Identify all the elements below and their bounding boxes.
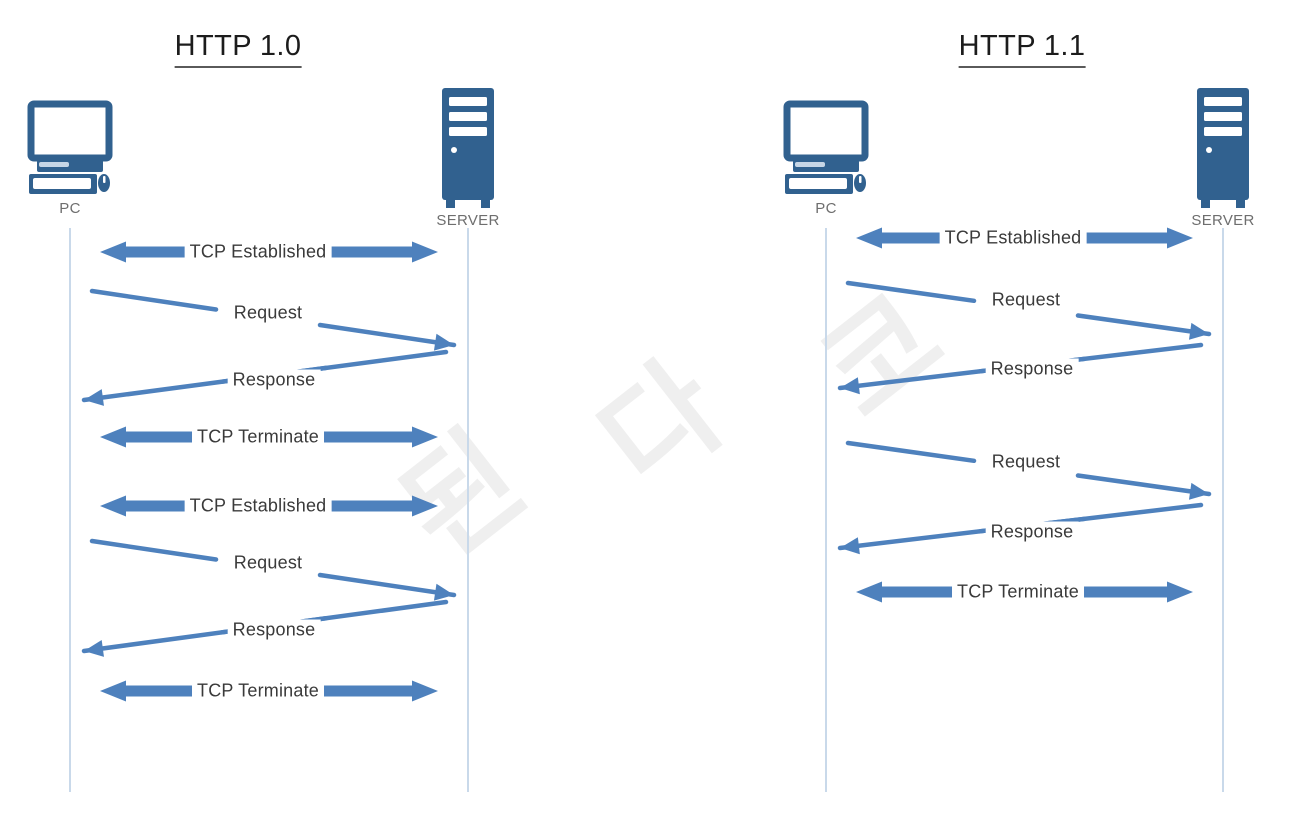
server-led-icon (451, 147, 457, 153)
message-request (845, 280, 1212, 340)
server-drive-bay (449, 97, 487, 106)
arrow-line-segment (845, 440, 977, 464)
server-drive-bay (1204, 112, 1242, 121)
lifeline-http11 (825, 228, 1224, 792)
server-foot (446, 200, 455, 208)
message-label: Response (227, 369, 321, 391)
arrow-left-block (856, 227, 950, 249)
server-icon (442, 88, 494, 208)
message-request (845, 440, 1212, 500)
arrow-left-block (100, 241, 195, 263)
pc-tower-face (789, 178, 847, 189)
arrow-head (1188, 482, 1209, 500)
message-label: Response (985, 358, 1079, 380)
message-tcp-established (100, 241, 438, 263)
pc-tower-face (33, 178, 91, 189)
pc-stand-highlight (39, 162, 69, 167)
arrow-line-segment (845, 280, 977, 304)
server-drive-bay (1204, 127, 1242, 136)
server-drive-bay (449, 112, 487, 121)
pc-mouse-button (859, 176, 862, 183)
message-request (89, 538, 457, 601)
arrow-head (84, 389, 104, 406)
arrow-right-block (321, 495, 438, 517)
pc-icon (783, 100, 869, 194)
arrow-line-segment (1075, 313, 1212, 337)
node-label-server: SERVER (436, 212, 500, 229)
server-drive-bay (449, 127, 487, 136)
arrow-right-block (321, 680, 438, 702)
arrow-head (840, 377, 860, 395)
arrow-right-block (321, 241, 438, 263)
arrow-right-block (321, 426, 438, 448)
message-label: Request (986, 289, 1066, 311)
lifeline-http10 (69, 228, 469, 792)
message-label: TCP Established (184, 495, 332, 517)
node-label-server: SERVER (1191, 212, 1255, 229)
message-label: Response (985, 521, 1079, 543)
message-label: Request (986, 451, 1066, 473)
server-foot (481, 200, 490, 208)
arrow-line-segment (317, 322, 457, 348)
message-tcp-terminate (100, 680, 438, 702)
server-foot (1236, 200, 1245, 208)
message-tcp-established (856, 227, 1193, 249)
message-label: TCP Established (939, 227, 1087, 249)
server-icon (1197, 88, 1249, 208)
message-label: Request (228, 302, 308, 324)
arrow-line-segment (89, 288, 219, 312)
arrow-head (840, 537, 860, 555)
node-label-client: PC (59, 200, 81, 217)
message-label: TCP Terminate (192, 680, 324, 702)
message-label: Response (227, 619, 321, 641)
arrow-line-segment (317, 572, 457, 598)
arrow-left-block (100, 495, 195, 517)
arrow-head (433, 583, 454, 601)
pc-stand-highlight (795, 162, 825, 167)
pc-monitor-bezel (783, 100, 869, 162)
panel-title-http10: HTTP 1.0 (174, 30, 302, 68)
message-tcp-terminate (856, 581, 1193, 603)
message-tcp-terminate (100, 426, 438, 448)
panel-title-underline (174, 66, 302, 68)
message-label: TCP Terminate (192, 426, 324, 448)
message-label: TCP Established (184, 241, 332, 263)
message-request (89, 288, 457, 351)
arrow-right-block (1076, 227, 1193, 249)
pc-mouse-button (103, 176, 106, 183)
panel-title-http11: HTTP 1.1 (958, 30, 1086, 68)
panel-title-underline (958, 66, 1086, 68)
arrow-head (84, 640, 104, 657)
arrow-left-block (100, 680, 195, 702)
message-label: TCP Terminate (952, 581, 1084, 603)
arrow-left-block (100, 426, 195, 448)
arrow-head (433, 333, 454, 351)
pc-icon (27, 100, 113, 194)
message-tcp-established (100, 495, 438, 517)
arrow-left-block (856, 581, 955, 603)
arrow-line-segment (89, 538, 219, 562)
node-label-client: PC (815, 200, 837, 217)
arrow-line-segment (1075, 473, 1212, 497)
server-foot (1201, 200, 1210, 208)
server-led-icon (1206, 147, 1212, 153)
server-drive-bay (1204, 97, 1242, 106)
message-label: Request (228, 552, 308, 574)
arrow-head (1188, 322, 1209, 340)
arrow-right-block (1081, 581, 1193, 603)
pc-monitor-bezel (27, 100, 113, 162)
